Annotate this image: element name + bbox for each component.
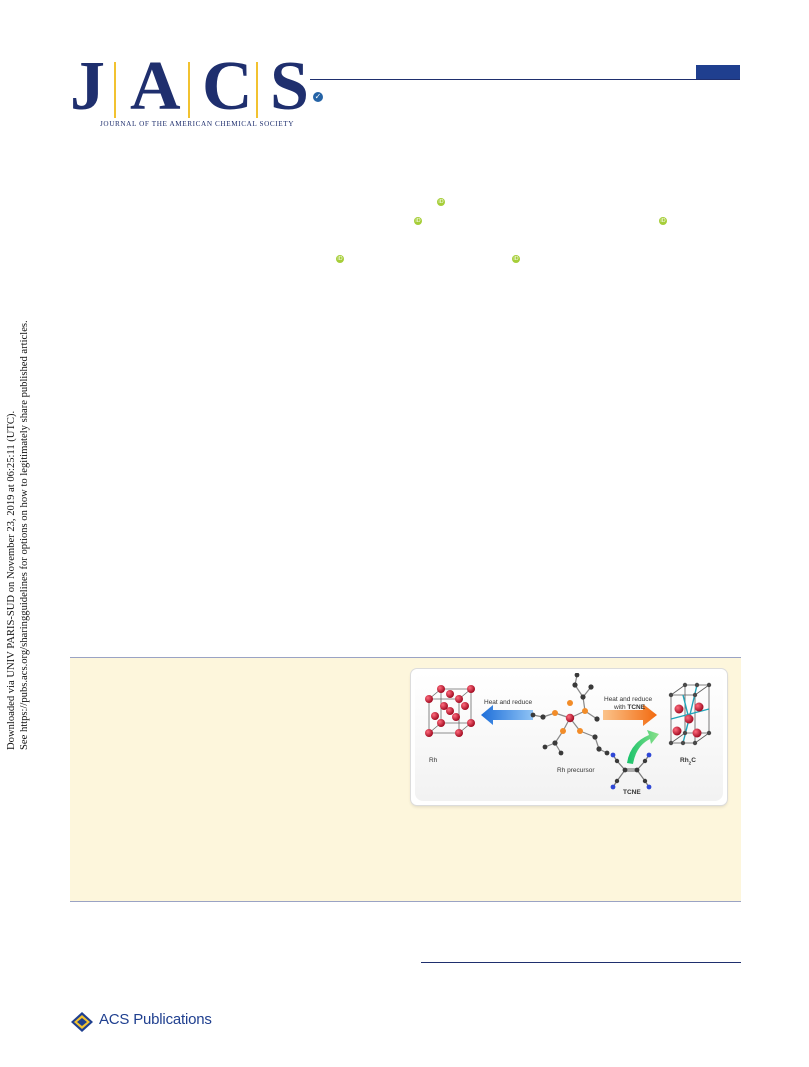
download-note-line2: See https://pubs.acs.org/sharingguidelin…: [19, 320, 30, 750]
rh-label: Rh: [429, 757, 438, 764]
abstract-box: Heat and reduce Heat and reduce with TCN…: [70, 657, 741, 902]
rh-lattice: [425, 685, 475, 737]
acs-publications-wordmark: ACS Publications: [99, 1011, 212, 1028]
logo-letter-c: C: [202, 48, 253, 125]
rh-precursor-molecule: [530, 672, 610, 756]
header-rule: [310, 79, 740, 80]
logo-letter-j: J: [70, 48, 105, 125]
rh2c-lattice: [668, 682, 712, 746]
footer-rule: [421, 962, 741, 963]
acs-logo-icon: [71, 1012, 93, 1032]
arrow-right-label-line1: Heat and reduce: [604, 696, 653, 703]
rh2c-label-main: Rh: [680, 757, 689, 764]
orcid-icon[interactable]: iD: [414, 217, 422, 225]
orcid-icon[interactable]: iD: [437, 198, 445, 206]
orcid-icon[interactable]: iD: [336, 255, 344, 263]
journal-name: JOURNAL OF THE AMERICAN CHEMICAL SOCIETY: [100, 120, 295, 128]
orange-arrow: [603, 704, 657, 726]
arrow-left-label: Heat and reduce: [484, 699, 533, 706]
checkmark-icon: ✓: [313, 92, 323, 102]
arrow-right-label-tcne: TCNE: [627, 704, 646, 711]
blue-arrow: [481, 705, 533, 725]
rh-precursor-label: Rh precursor: [557, 767, 595, 774]
logo-divider: [188, 62, 190, 118]
tcne-molecule: [610, 752, 652, 790]
toc-graphic: Heat and reduce Heat and reduce with TCN…: [411, 669, 727, 805]
logo-letter-a: A: [130, 48, 181, 125]
logo-divider: [114, 62, 116, 118]
arrow-right-label-line2: with TCNE: [614, 704, 645, 711]
download-note: Downloaded via UNIV PARIS-SUD on Novembe…: [5, 320, 31, 750]
header-tab: [696, 65, 740, 79]
rh2c-label-sub: 2: [688, 760, 692, 766]
orcid-icon[interactable]: iD: [512, 255, 520, 263]
toc-graphic-panel: Heat and reduce Heat and reduce with TCN…: [415, 672, 723, 801]
toc-graphic-illustration: [425, 672, 712, 790]
green-arrow: [627, 730, 659, 764]
logo-divider: [256, 62, 258, 118]
tcne-label: TCNE: [623, 789, 641, 796]
orcid-icon[interactable]: iD: [659, 217, 667, 225]
rh2c-label-suffix: C: [691, 757, 696, 764]
logo-letter-s: S: [270, 48, 309, 125]
download-note-line1: Downloaded via UNIV PARIS-SUD on Novembe…: [6, 410, 17, 750]
journal-logo: J A C S ✓ JOURNAL OF THE AMERICAN CHEMIC…: [70, 52, 750, 132]
arrow-right-label-prefix: with: [614, 704, 628, 711]
rh2c-label: Rh2C: [680, 757, 696, 765]
